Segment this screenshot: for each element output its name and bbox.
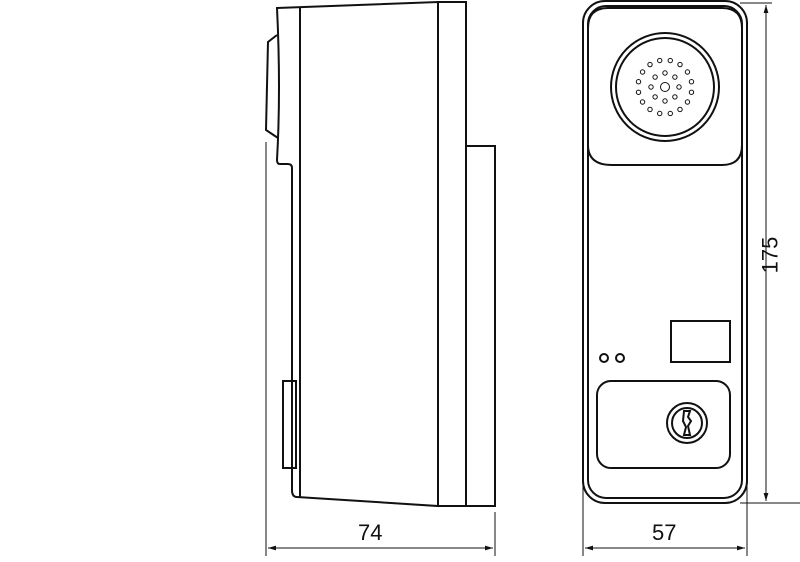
grille-hole [647,106,653,113]
grille-hole [676,84,682,90]
key-panel [596,380,731,469]
width-dimension-label: 57 [652,520,677,545]
lock-cylinder [671,407,703,439]
grille-hole [657,57,663,64]
grille-hole [648,84,654,90]
side-view [264,0,496,556]
grille-hole [639,99,646,105]
grille-hole [662,70,668,76]
grille-hole [688,79,695,85]
grille-hole [672,74,678,80]
front-inner-border [587,5,743,499]
grille-hole [677,106,683,113]
grille-hole [635,79,642,85]
led-indicator [615,353,625,363]
grille-hole [677,61,683,68]
side-lock-button [282,380,297,469]
front-view [582,0,800,556]
grille-hole [667,57,673,64]
side-body-outline [275,0,439,508]
lock-ring [666,402,708,444]
grille-hole [684,99,691,105]
height-dimension-label: 175 [757,236,783,274]
grille-hole [660,82,670,92]
grille-hole [639,69,646,75]
speaker-grille [635,57,695,117]
side-wall-box [465,145,496,507]
grille-hole [688,89,695,95]
side-back-plate [437,1,467,507]
grille-hole [667,110,673,117]
grille-hole [662,98,668,104]
speaker-ring-outer [610,32,720,142]
grille-hole [652,74,658,80]
speaker-panel [587,7,743,166]
grille-hole [635,89,642,95]
speaker-ring-inner [615,37,715,137]
grille-hole [652,94,658,100]
led-indicator [599,353,609,363]
grille-hole [647,61,653,68]
display-window [670,320,731,363]
depth-dimension-label: 74 [358,520,383,545]
key-slot-icon [681,410,693,436]
grille-hole [672,94,678,100]
grille-hole [684,69,691,75]
side-speaker-bump [264,34,279,139]
grille-hole [657,110,663,117]
front-body-outline [582,0,748,504]
